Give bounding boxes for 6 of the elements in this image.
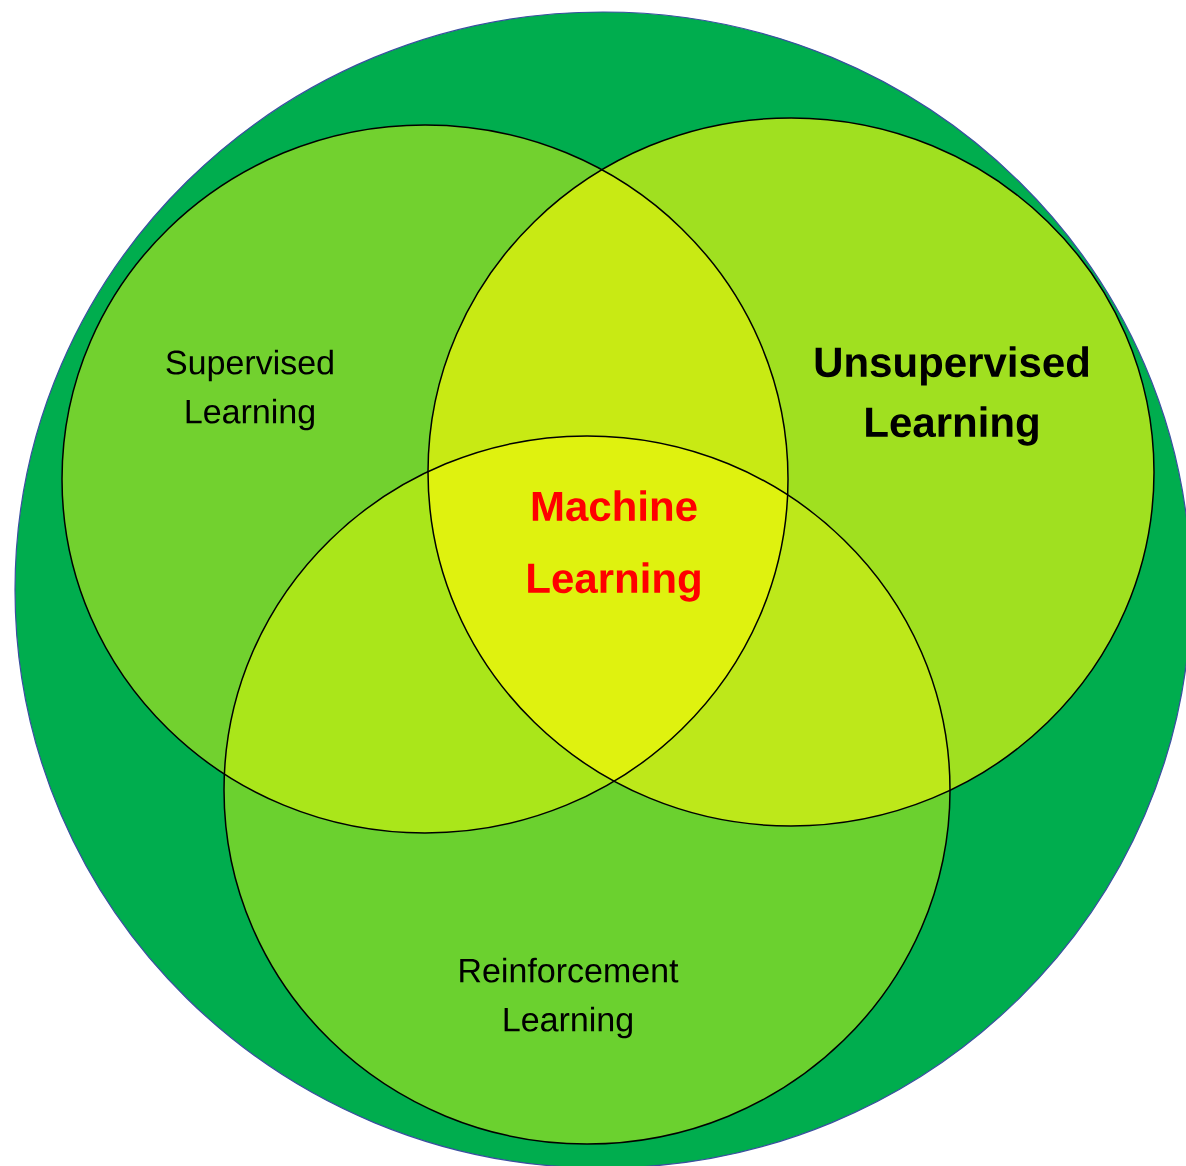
circle-label: Unsupervised Learning: [815, 346, 1089, 446]
center-label: Machine Learning: [528, 490, 700, 602]
venn-circle: [427, 117, 1155, 827]
circle-label: Supervised Learning: [166, 349, 333, 431]
circle-label: Reinforcement Learning: [460, 957, 679, 1039]
venn-circle: [61, 124, 789, 834]
